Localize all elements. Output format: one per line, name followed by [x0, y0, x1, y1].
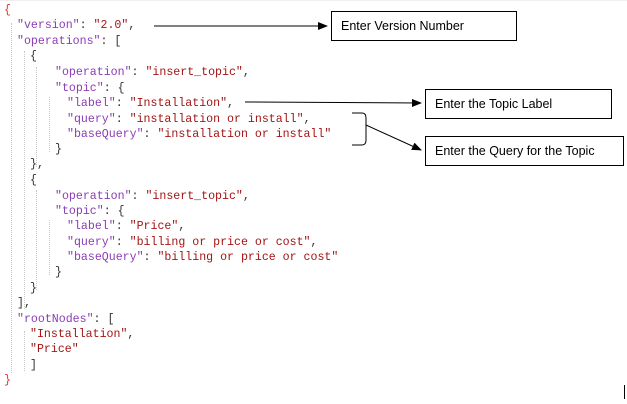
- json-punctuation: }: [4, 374, 11, 387]
- indent-guide: [36, 67, 37, 167]
- json-key: "label": [67, 97, 116, 110]
- json-punctuation: :: [131, 66, 146, 79]
- json-string: "Installation": [30, 328, 128, 341]
- query-bracket: [352, 112, 367, 146]
- code-line: {: [30, 49, 37, 64]
- json-punctuation: :: [143, 251, 158, 264]
- json-string: "insert_topic": [145, 190, 243, 203]
- json-string: "2.0": [93, 19, 129, 32]
- indent-guide: [11, 23, 12, 373]
- arrow-topic-query: [365, 124, 422, 151]
- json-punctuation: ,: [310, 236, 318, 249]
- json-punctuation: {: [4, 4, 11, 17]
- code-line: "version": "2.0",: [17, 18, 135, 33]
- json-key: "rootNodes": [17, 313, 94, 326]
- indent-guide: [49, 97, 50, 152]
- code-line: {: [4, 3, 11, 18]
- json-key: "topic": [55, 82, 104, 95]
- code-line: "topic": {: [55, 204, 125, 219]
- json-punctuation: : {: [103, 205, 125, 218]
- code-line: "operations": [: [17, 34, 121, 49]
- json-key: "operation": [55, 66, 132, 79]
- json-punctuation: : [: [100, 35, 122, 48]
- json-string: "installation or install": [157, 128, 332, 141]
- json-string: "installation or install": [129, 113, 304, 126]
- callout-topic-query-text: Enter the Query for the Topic: [435, 144, 595, 158]
- code-line: "query": "billing or price or cost",: [67, 235, 318, 250]
- code-line: ],: [17, 296, 31, 311]
- callout-topic-label: Enter the Topic Label: [425, 89, 612, 119]
- callout-version: Enter Version Number: [331, 11, 517, 41]
- code-line: "operation": "insert_topic",: [55, 189, 250, 204]
- json-punctuation: :: [115, 236, 130, 249]
- json-punctuation: ]: [30, 359, 37, 372]
- json-punctuation: :: [143, 128, 158, 141]
- json-punctuation: ,: [303, 113, 311, 126]
- arrow-topic-label: [244, 98, 422, 107]
- code-line: "rootNodes": [: [17, 312, 114, 327]
- json-string: "billing or price or cost": [157, 251, 339, 264]
- code-line: },: [30, 157, 44, 172]
- json-key: "baseQuery": [67, 251, 144, 264]
- json-punctuation: ,: [242, 190, 250, 203]
- code-line: "topic": {: [55, 81, 125, 96]
- callout-topic-query: Enter the Query for the Topic: [425, 136, 624, 166]
- code-line: "baseQuery": "billing or price or cost": [67, 250, 338, 265]
- code-line: "label": "Price",: [67, 219, 185, 234]
- json-punctuation: ,: [127, 328, 135, 341]
- code-line: {: [30, 173, 37, 188]
- callout-version-text: Enter Version Number: [341, 19, 464, 33]
- callout-topic-label-text: Enter the Topic Label: [435, 97, 553, 111]
- json-punctuation: }: [55, 143, 62, 156]
- json-punctuation: :: [115, 113, 130, 126]
- json-punctuation: }: [55, 266, 62, 279]
- code-line: ]: [30, 358, 37, 373]
- json-string: "Price": [30, 343, 79, 356]
- indent-guide: [24, 331, 25, 371]
- code-line: "operation": "insert_topic",: [55, 65, 250, 80]
- indent-guide: [24, 51, 25, 309]
- json-punctuation: ,: [128, 19, 136, 32]
- json-key: "label": [67, 220, 116, 233]
- code-line: "Price": [30, 342, 79, 357]
- json-punctuation: },: [30, 158, 44, 171]
- indent-guide: [36, 190, 37, 290]
- json-key: "operations": [17, 35, 101, 48]
- json-punctuation: ],: [17, 297, 31, 310]
- json-punctuation: ,: [178, 220, 186, 233]
- json-punctuation: ,: [227, 97, 234, 110]
- json-string: "billing or price or cost": [129, 236, 311, 249]
- code-line: "Installation",: [30, 327, 134, 342]
- json-string: "Price": [129, 220, 179, 233]
- json-punctuation: {: [30, 174, 37, 187]
- code-line: "query": "installation or install",: [67, 112, 311, 127]
- indent-guide: [49, 220, 50, 275]
- json-key: "version": [17, 19, 80, 32]
- code-line: }: [30, 281, 37, 296]
- code-line: }: [55, 265, 62, 280]
- json-punctuation: :: [79, 19, 94, 32]
- json-key: "baseQuery": [67, 128, 144, 141]
- json-punctuation: ,: [242, 66, 250, 79]
- code-line: }: [55, 142, 62, 157]
- json-punctuation: : {: [103, 82, 125, 95]
- json-key: "query": [67, 113, 116, 126]
- json-key: "topic": [55, 205, 104, 218]
- code-line: "label": "Installation",: [67, 96, 234, 111]
- json-string: "Installation": [129, 97, 228, 110]
- json-punctuation: {: [30, 50, 37, 63]
- json-punctuation: :: [115, 220, 130, 233]
- json-punctuation: }: [30, 282, 37, 295]
- code-line: "baseQuery": "installation or install": [67, 127, 331, 142]
- json-punctuation: : [: [93, 313, 115, 326]
- json-key: "query": [67, 236, 116, 249]
- json-punctuation: :: [115, 97, 130, 110]
- json-string: "insert_topic": [145, 66, 243, 79]
- code-line: }: [4, 373, 11, 388]
- text-cursor: [624, 385, 625, 399]
- json-punctuation: :: [131, 190, 146, 203]
- json-key: "operation": [55, 190, 132, 203]
